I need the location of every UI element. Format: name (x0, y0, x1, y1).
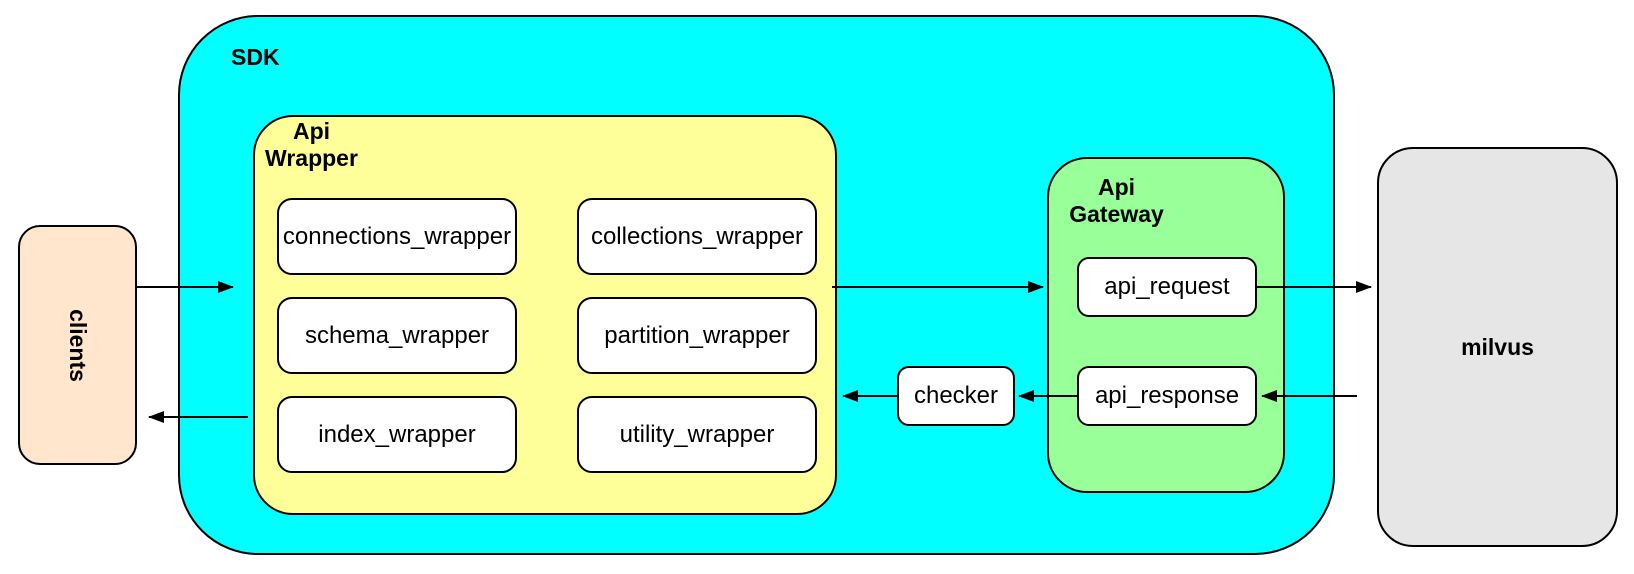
milvus-node: milvus (1377, 147, 1618, 547)
api-wrapper-label: Api Wrapper (259, 118, 364, 172)
wrapper-box-partition: partition_wrapper (577, 297, 817, 374)
api-wrapper-label-line1: Api (292, 118, 331, 144)
clients-node: clients (18, 225, 137, 465)
api-gateway-label-line2: Gateway (1069, 201, 1164, 227)
wrapper-box-schema: schema_wrapper (277, 297, 517, 374)
checker-node: checker (897, 366, 1015, 426)
api-gateway-label: Api Gateway (1064, 174, 1169, 228)
wrapper-box-collections: collections_wrapper (577, 198, 817, 275)
clients-label: clients (65, 308, 91, 382)
wrapper-box-utility: utility_wrapper (577, 396, 817, 473)
sdk-label: SDK (231, 44, 280, 70)
api-gateway-container (1047, 157, 1285, 493)
api-wrapper-label-line2: Wrapper (265, 145, 358, 171)
api-request-node: api_request (1077, 257, 1257, 317)
api-response-node: api_response (1077, 366, 1257, 426)
api-gateway-label-line1: Api (1097, 174, 1136, 200)
wrapper-box-index: index_wrapper (277, 396, 517, 473)
wrapper-box-connections: connections_wrapper (277, 198, 517, 275)
milvus-label: milvus (1461, 333, 1534, 360)
